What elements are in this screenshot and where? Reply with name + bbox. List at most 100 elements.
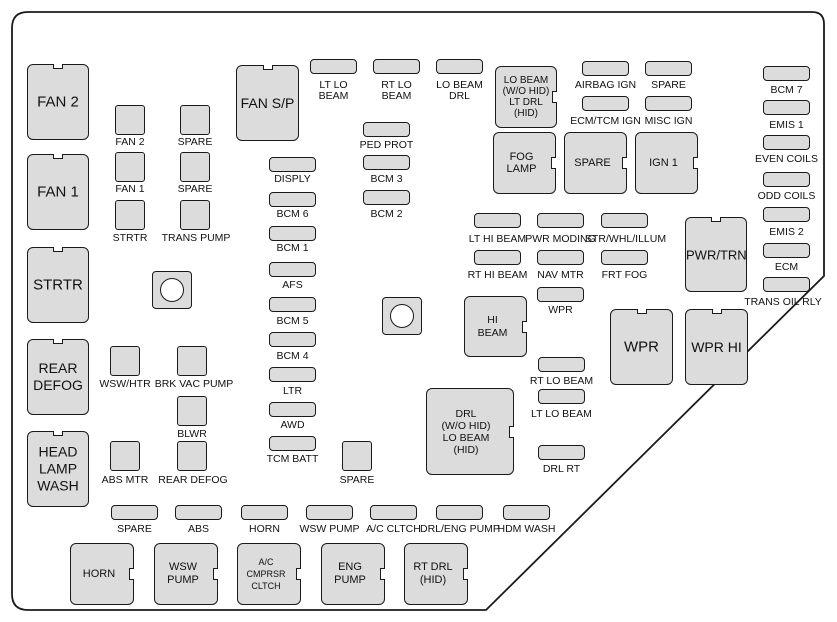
relay-tab [693,157,698,169]
square-strtr [115,200,145,230]
label-spare3: SPARE [339,474,375,486]
label-blwr: BLWR [177,428,207,440]
fuse-lt-lo-beam [310,59,357,74]
relay-tab [636,309,647,314]
label-wsw-pump-fuse: WSW PUMP [299,523,360,535]
relay-lo-beam-label: LO BEAM (W/O HID) LT DRL (HID) [502,75,550,119]
label-ecm-tcm-ign: ECM/TCM IGN [570,115,641,127]
relay-ac-cmprsr-cltch-label: A/C CMPRSR CLTCH [246,557,286,591]
fuse-lt-hi-beam [474,213,521,228]
mounting-screw-center [382,297,422,335]
label-even-coils: EVEN COILS [754,153,819,165]
relay-drl-label: DRL (W/O HID) LO BEAM (HID) [441,407,491,456]
relay-fan1: FAN 1 [27,154,89,230]
mounting-screw-left [152,271,192,309]
label-lt-hi-beam: LT HI BEAM [468,233,527,245]
relay-fog-lamp: FOG LAMP [493,132,556,194]
relay-tab [53,154,63,159]
fuse-horn [241,505,288,520]
label-pwr-moding: PWR MODING [525,233,596,245]
relay-spare-label: SPARE [574,157,611,169]
label-ped-prot: PED PROT [359,139,414,151]
relay-tab [262,65,273,70]
fuse-abs [175,505,222,520]
fuse-trans-oil-rly [763,277,810,292]
relay-tab [509,425,514,438]
relay-ign1: IGN 1 [635,132,698,194]
fuse-bcm1 [269,226,316,241]
label-ac-cltch: A/C CLTCH [366,523,421,535]
label-nav-mtr: NAV MTR [537,269,584,281]
label-bcm1: BCM 1 [276,242,309,254]
label-spare1: SPARE [177,136,213,148]
label-misc-ign: MISC IGN [644,115,693,127]
relay-tab [53,64,63,69]
label-str-whl-illum: STR/WHL/ILLUM [585,233,667,245]
label-bcm3: BCM 3 [370,173,403,185]
fuse-airbag-ign [582,61,629,76]
fuse-lo-beam-drl [436,59,483,74]
relay-tab [213,568,218,580]
fuse-pwr-moding [537,213,584,228]
relay-eng-pump: ENG PUMP [321,543,385,605]
label-wpr-fuse: WPR [548,304,573,316]
relay-wpr-label: WPR [624,338,659,356]
label-rt-hi-beam: RT HI BEAM [467,269,528,281]
label-strtr-small: STRTR [112,232,148,244]
label-fan2-small: FAN 2 [115,136,145,148]
relay-fan2-label: FAN 2 [37,93,79,111]
label-spare-bottom: SPARE [117,523,152,535]
relay-strtr: STRTR [27,247,89,323]
label-drl-rt: DRL RT [542,463,581,475]
relay-horn: HORN [70,543,134,605]
label-ltr: LTR [282,385,303,397]
fuse-bcm2 [363,190,410,205]
relay-wpr-hi-label: WPR HI [691,339,742,355]
square-brk-vac-pump [177,346,207,376]
square-trans-pump [180,200,210,230]
label-bcm6: BCM 6 [276,208,309,220]
relay-tab [711,309,722,314]
square-rear-defog [177,441,207,471]
fuse-str-whl-illum [601,213,648,228]
label-brk-vac-pump: BRK VAC PUMP [154,378,234,390]
label-lo-beam-drl: LO BEAM DRL [436,79,483,102]
fuse-tcm-batt [269,436,316,451]
relay-rt-drl-hid-label: RT DRL (HID) [413,561,453,586]
relay-head-lamp-wash: HEAD LAMP WASH [27,431,89,507]
label-lt-lo-beam: LT LO BEAM [318,79,349,102]
fuse-misc-ign [645,96,692,111]
fuse-ltr [269,367,316,382]
fuse-emis1 [763,100,810,115]
relay-wsw-pump-label: WSW PUMP [167,561,199,586]
label-awd: AWD [280,419,305,431]
relay-tab [622,157,627,169]
square-fan2 [115,105,145,135]
fuse-ped-prot [363,122,410,137]
fuse-ecm [763,243,810,258]
relay-pwr-trn: PWR/TRN [685,217,747,292]
label-afs: AFS [282,279,303,291]
fuse-bcm3 [363,155,410,170]
relay-tab [129,568,134,580]
label-emis2: EMIS 2 [769,226,804,238]
label-hdm-wash: HDM WASH [497,523,556,535]
fuse-awd [269,402,316,417]
fuse-nav-mtr [537,250,584,265]
fuse-afs [269,262,316,277]
relay-wpr: WPR [610,309,673,385]
fuse-wsw-pump [306,505,353,520]
label-spare-top: SPARE [651,79,686,91]
relay-fan1-label: FAN 1 [37,183,79,201]
fuse-spare-top [645,61,692,76]
relay-eng-pump-label: ENG PUMP [334,561,366,586]
label-trans-oil-rly: TRANS OIL RLY [744,296,822,308]
label-wsw-htr: WSW/HTR [99,378,151,390]
fuse-bcm4 [269,332,316,347]
fuse-rt-lo-beam-mid [538,357,585,372]
relay-lo-beam: LO BEAM (W/O HID) LT DRL (HID) [495,66,557,128]
relay-rear-defog-label: REAR DEFOG [33,360,83,393]
fuse-spare-bottom [111,505,158,520]
label-fan1-small: FAN 1 [115,183,145,195]
